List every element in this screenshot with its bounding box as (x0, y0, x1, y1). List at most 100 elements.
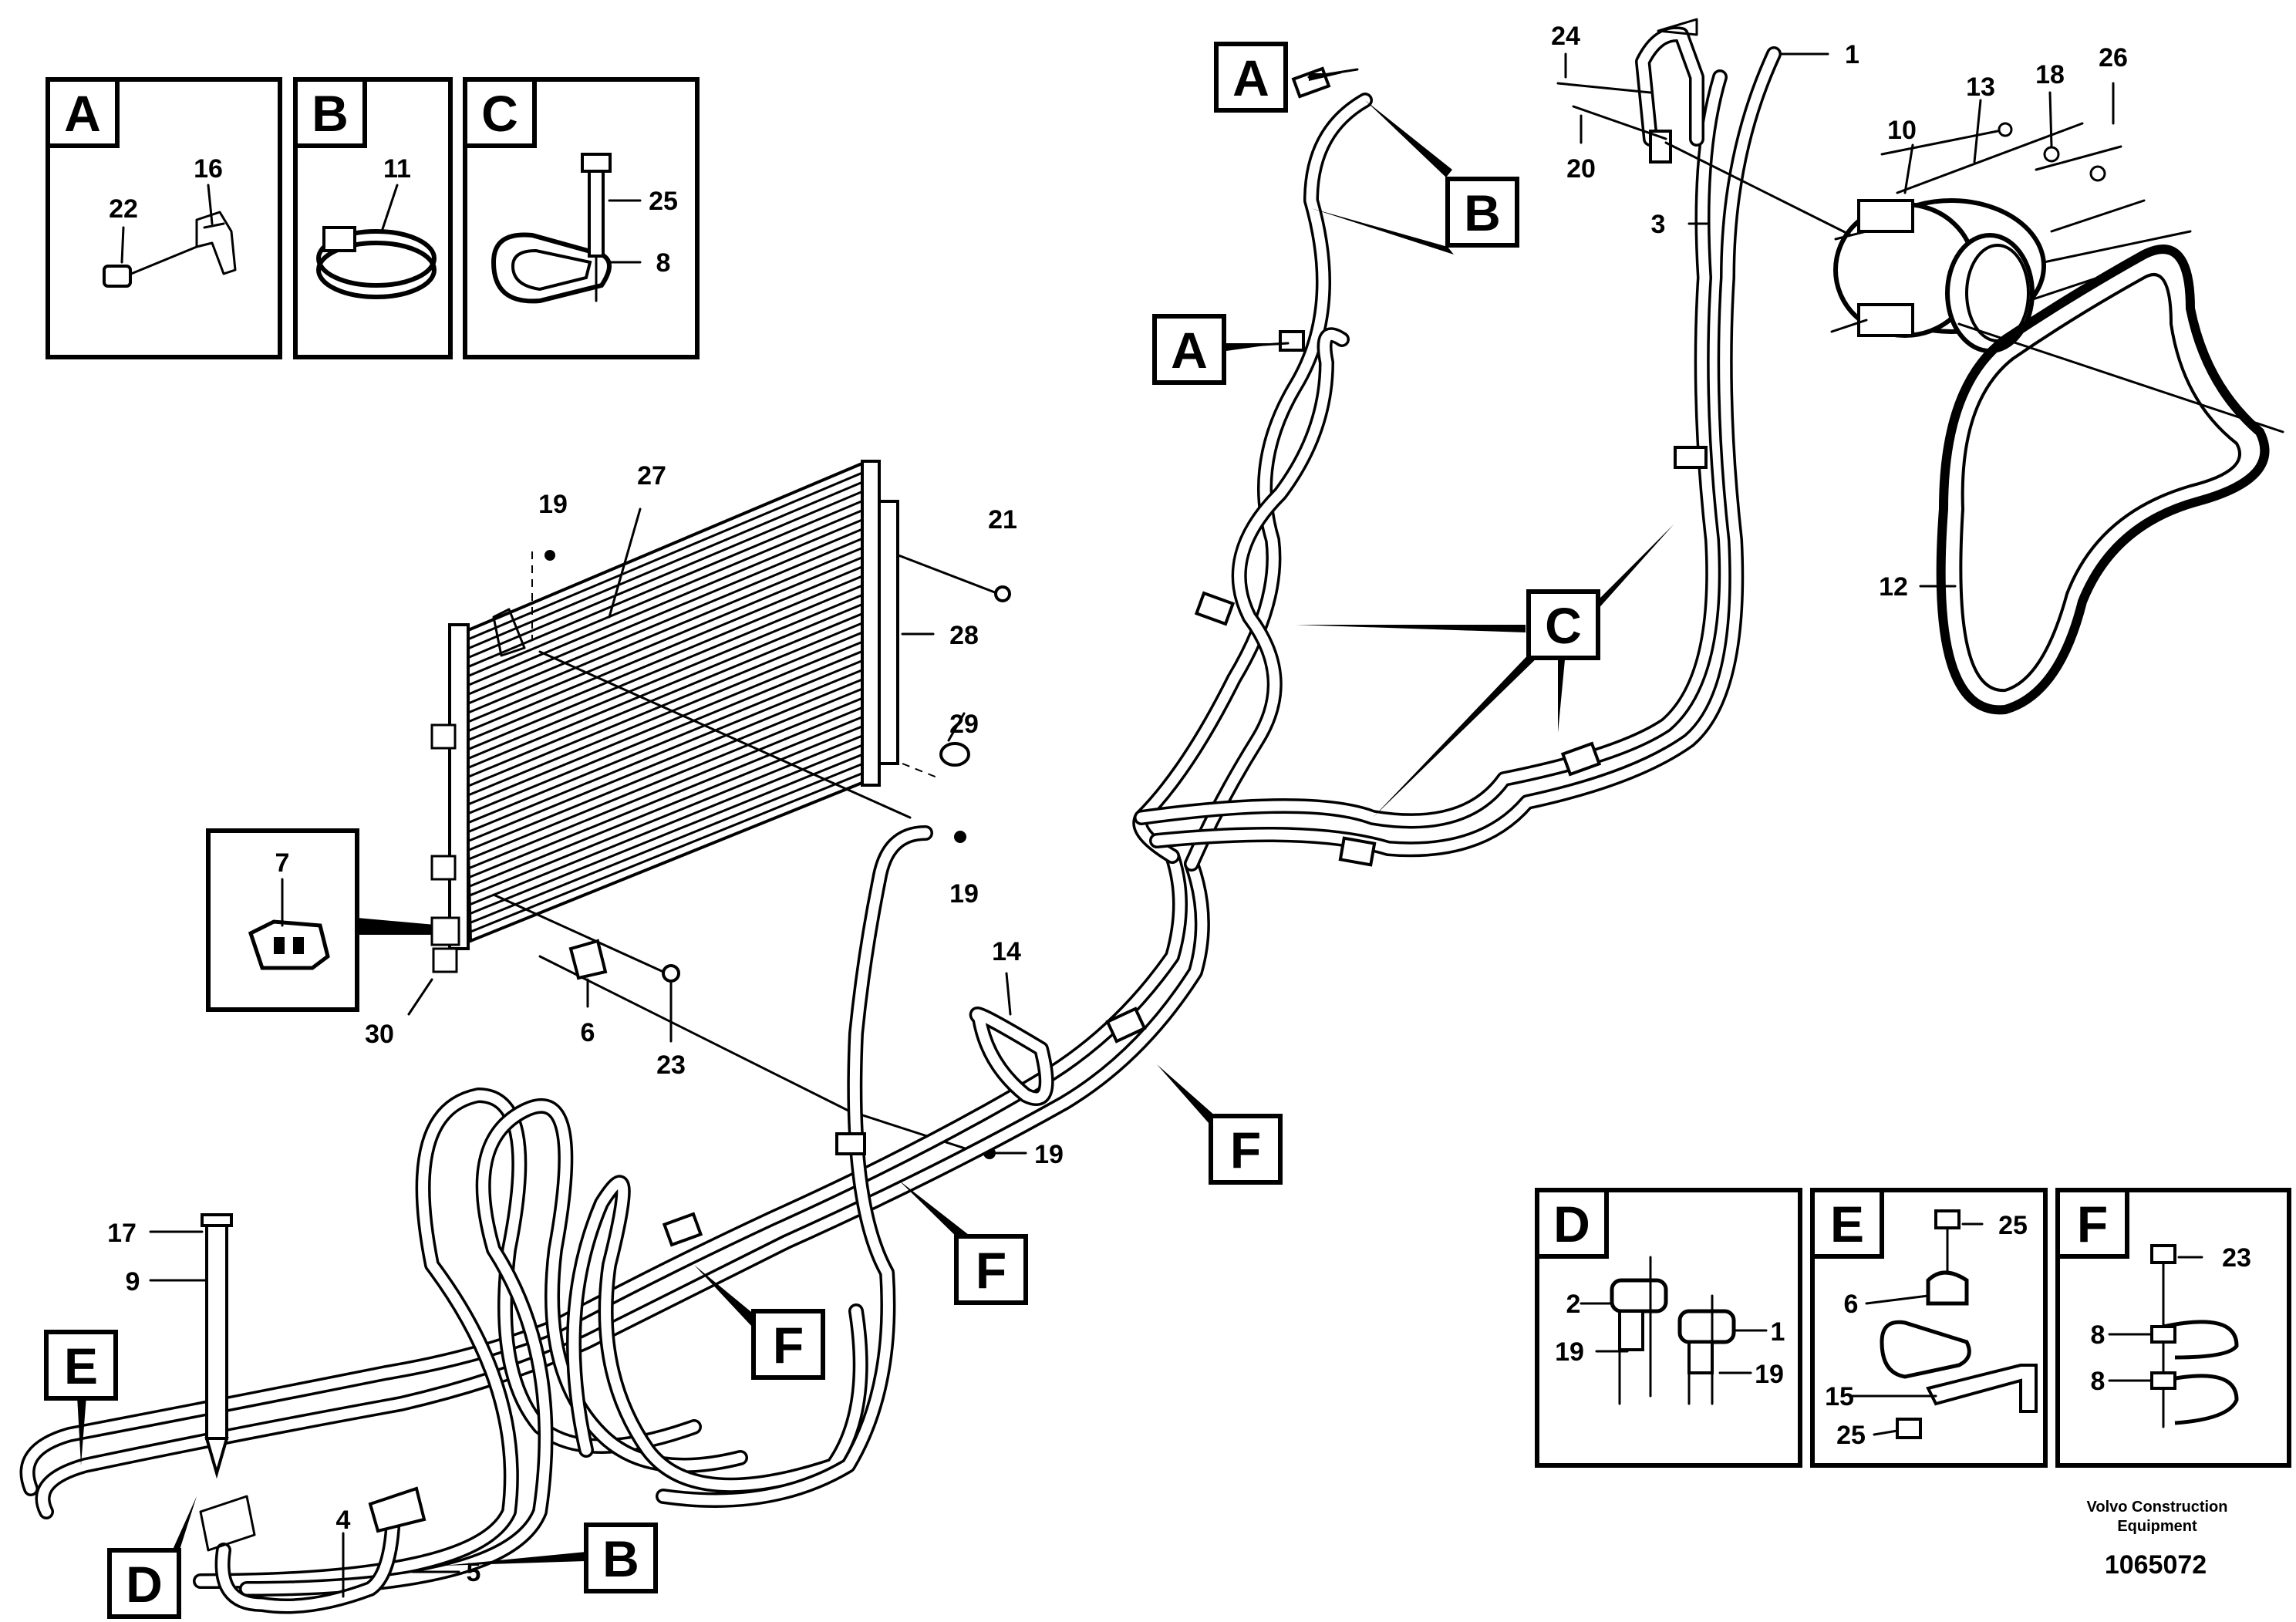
label-d19a: 19 (1555, 1337, 1584, 1367)
label-9: 9 (126, 1267, 140, 1297)
svg-text:B: B (1464, 184, 1501, 241)
label-8: 8 (656, 248, 671, 278)
svg-text:A: A (1171, 322, 1208, 379)
condenser-fin (466, 619, 868, 788)
svg-text:E: E (64, 1337, 98, 1394)
detail-label-a: A (64, 85, 101, 142)
callout-F-3[interactable]: F (751, 1309, 825, 1380)
label-e6: 6 (1844, 1290, 1859, 1319)
label-22: 22 (109, 194, 138, 224)
label-26: 26 (2099, 43, 2128, 73)
label-13: 13 (1966, 73, 1995, 102)
label-5: 5 (467, 1558, 481, 1587)
label-6: 6 (581, 1018, 595, 1047)
condenser-fin (468, 703, 871, 870)
detail-label-e: E (1830, 1195, 1864, 1253)
svg-text:D: D (126, 1556, 163, 1613)
callout-B-bottom[interactable]: B (584, 1523, 658, 1593)
svg-text:A: A (1232, 49, 1269, 106)
callout-A-top[interactable]: A (1214, 42, 1288, 113)
label-17: 17 (107, 1219, 137, 1248)
label-23: 23 (656, 1050, 686, 1080)
label-d2: 2 (1566, 1290, 1581, 1319)
label-16: 16 (194, 154, 223, 184)
label-19a: 19 (538, 490, 568, 519)
drive-belt (1919, 244, 2284, 715)
pipe-assembly (1556, 18, 1853, 237)
condenser-fin (467, 638, 869, 806)
label-7: 7 (275, 848, 290, 878)
hose-clamps (662, 66, 1708, 1247)
callout-D-bottom[interactable]: D (107, 1548, 181, 1619)
condenser-fin (462, 470, 865, 643)
label-27: 27 (637, 461, 666, 491)
label-3: 3 (1651, 210, 1666, 239)
condenser-fin (467, 647, 869, 815)
label-19c: 19 (1034, 1140, 1064, 1169)
condenser-fin (464, 527, 866, 697)
double-clamp-icon (2150, 1244, 2239, 1428)
label-11: 11 (383, 154, 411, 184)
label-f8b: 8 (2091, 1367, 2106, 1396)
condenser-fin (467, 666, 870, 834)
label-10: 10 (1887, 116, 1917, 145)
label-18: 18 (2035, 60, 2065, 89)
condenser-fin (464, 536, 866, 706)
callout-F-1[interactable]: F (1209, 1114, 1283, 1185)
detail-box-e: E 25 6 15 25 (1810, 1188, 2048, 1468)
label-f8a: 8 (2091, 1320, 2106, 1350)
condenser-fin (466, 629, 868, 798)
label-21: 21 (988, 505, 1017, 534)
condenser-fin (464, 555, 867, 725)
bracket-icon (1880, 1209, 2038, 1439)
condenser-fin (467, 685, 870, 851)
label-e25a: 25 (1998, 1211, 2028, 1240)
callout-B-top[interactable]: B (1445, 177, 1519, 248)
svg-text:B: B (602, 1530, 639, 1587)
cushioned-clamp-icon (491, 232, 612, 304)
detail-label-c: C (481, 85, 518, 142)
callout-F-2[interactable]: F (954, 1234, 1028, 1305)
sight-tube (149, 1213, 233, 1479)
label-28: 28 (949, 621, 979, 650)
p-clip-icon (1610, 1256, 1736, 1405)
bolt-icon (581, 153, 612, 302)
callout-E-left[interactable]: E (44, 1330, 118, 1401)
screw-icon (103, 245, 198, 288)
condenser (430, 460, 899, 973)
company-line-2: Equipment (2117, 1518, 2197, 1535)
label-20: 20 (1566, 154, 1596, 184)
condenser-fin (468, 713, 871, 879)
callout-C-mid[interactable]: C (1526, 589, 1600, 660)
label-19b: 19 (949, 879, 979, 909)
callout-A-mid[interactable]: A (1152, 314, 1226, 385)
label-e25b: 25 (1836, 1421, 1866, 1450)
pressure-switch-icon (248, 919, 330, 970)
label-30: 30 (365, 1020, 394, 1049)
detail-box-sensor: 7 (206, 828, 443, 1012)
misc-leaders (342, 52, 2115, 1598)
condenser-fin (463, 480, 865, 652)
condenser-fin (464, 564, 867, 733)
condenser-fin (465, 592, 868, 761)
label-29: 29 (949, 710, 979, 739)
svg-text:F: F (773, 1317, 804, 1374)
condenser-fin (466, 610, 868, 779)
detail-label-b: B (312, 85, 349, 142)
condenser-fin (464, 573, 868, 743)
condenser-fin (467, 656, 869, 824)
svg-text:F: F (976, 1242, 1006, 1299)
label-d1: 1 (1771, 1317, 1785, 1347)
footer: Volvo Construction Equipment 1065072 (2087, 1499, 2228, 1580)
company-line-1: Volvo Construction (2087, 1499, 2228, 1516)
compressor (1830, 198, 2046, 353)
detail-box-b: B 11 (293, 77, 453, 359)
detail-box-d: D 2 1 19 19 (1535, 1188, 1802, 1468)
drawing-number: 1065072 (2105, 1550, 2207, 1580)
hose-routing (19, 46, 1782, 1614)
condenser-fin (470, 768, 872, 933)
condenser-fin (463, 498, 865, 670)
label-14: 14 (992, 937, 1021, 966)
label-25: 25 (649, 187, 678, 216)
detail-box-c: C 25 8 (463, 77, 700, 359)
